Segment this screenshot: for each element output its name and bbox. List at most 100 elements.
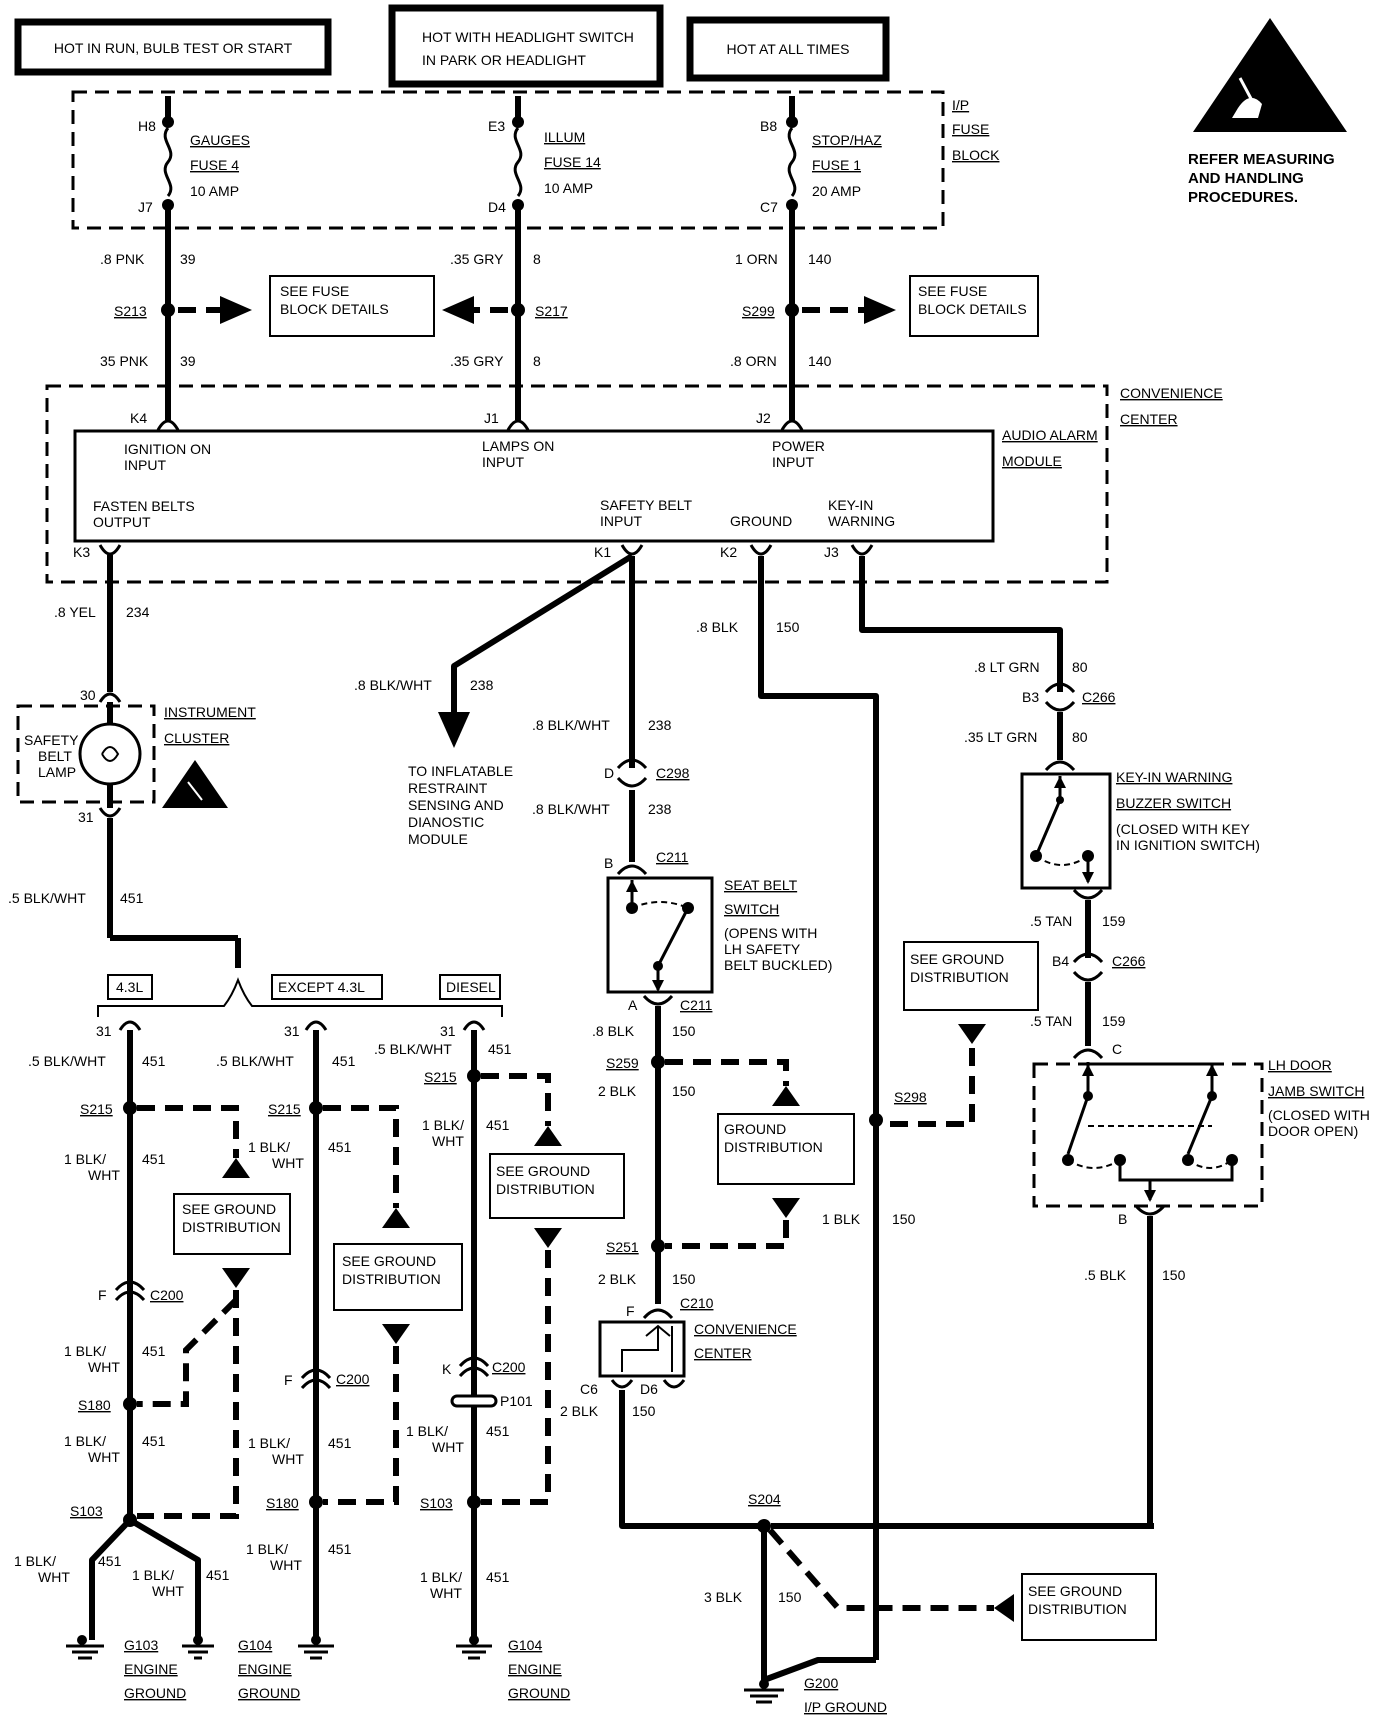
svg-text:.8 BLK: .8 BLK [592, 1023, 635, 1039]
svg-text:451: 451 [486, 1117, 510, 1133]
lh-door-jamb-switch: LH DOOR JAMB SWITCH (CLOSED WITH DOOR OP… [1032, 1057, 1370, 1227]
svg-text:DOOR OPEN): DOOR OPEN) [1268, 1123, 1358, 1139]
svg-text:HOT WITH HEADLIGHT SWITCH: HOT WITH HEADLIGHT SWITCH [422, 29, 634, 45]
svg-text:B: B [1118, 1211, 1127, 1227]
cluster-esd-icon [162, 760, 228, 808]
svg-text:.8 ORN: .8 ORN [730, 353, 777, 369]
svg-text:.35 GRY: .35 GRY [450, 251, 504, 267]
svg-text:HOT AT ALL TIMES: HOT AT ALL TIMES [727, 41, 850, 57]
svg-text:CENTER: CENTER [694, 1345, 752, 1361]
svg-text:C211: C211 [680, 997, 713, 1013]
svg-text:SAFETY BELT: SAFETY BELT [600, 497, 693, 513]
svg-text:31: 31 [284, 1023, 300, 1039]
svg-text:AUDIO ALARM: AUDIO ALARM [1002, 427, 1098, 443]
svg-text:1 BLK/: 1 BLK/ [132, 1567, 174, 1583]
svg-text:B4: B4 [1052, 953, 1069, 969]
ip-fuse-block: I/P FUSE BLOCK [71, 90, 1000, 230]
svg-text:8: 8 [533, 251, 541, 267]
svg-text:150: 150 [778, 1589, 802, 1605]
svg-text:SEE GROUND: SEE GROUND [182, 1201, 276, 1217]
svg-text:DISTRIBUTION: DISTRIBUTION [342, 1271, 441, 1287]
svg-text:WHT: WHT [270, 1557, 302, 1573]
svg-text:1 BLK/: 1 BLK/ [248, 1139, 290, 1155]
svg-text:80: 80 [1072, 729, 1088, 745]
svg-text:BELT BUCKLED): BELT BUCKLED) [724, 957, 832, 973]
fuse-stop-haz: B8 C7 STOP/HAZ FUSE 1 20 AMP [760, 96, 882, 215]
svg-text:D: D [604, 765, 614, 781]
svg-text:150: 150 [892, 1211, 916, 1227]
esd-caution-icon [1193, 18, 1347, 132]
svg-text:B8: B8 [760, 118, 777, 134]
svg-text:C210: C210 [680, 1295, 714, 1311]
header-park: HOT WITH HEADLIGHT SWITCH IN PARK OR HEA… [388, 4, 664, 88]
svg-text:451: 451 [142, 1433, 166, 1449]
caution-note: REFER MEASURING AND HANDLING PROCEDURES. [1188, 151, 1335, 206]
svg-text:1 BLK/: 1 BLK/ [64, 1151, 106, 1167]
svg-text:159: 159 [1102, 913, 1126, 929]
svg-text:.35 LT GRN: .35 LT GRN [964, 729, 1037, 745]
svg-text:140: 140 [808, 251, 832, 267]
svg-text:S213: S213 [114, 303, 147, 319]
svg-text:1 BLK/: 1 BLK/ [64, 1343, 106, 1359]
svg-text:2 BLK: 2 BLK [560, 1403, 599, 1419]
svg-text:150: 150 [672, 1271, 696, 1287]
svg-text:451: 451 [206, 1567, 230, 1583]
svg-text:FUSE 14: FUSE 14 [544, 154, 601, 170]
svg-text:10 AMP: 10 AMP [544, 180, 593, 196]
svg-text:LH SAFETY: LH SAFETY [724, 941, 801, 957]
svg-text:2 BLK: 2 BLK [598, 1271, 637, 1287]
svg-text:SWITCH: SWITCH [724, 901, 779, 917]
svg-text:BUZZER SWITCH: BUZZER SWITCH [1116, 795, 1231, 811]
svg-text:STOP/HAZ: STOP/HAZ [812, 132, 882, 148]
audio-alarm-module: AUDIO ALARM MODULE K4 J1 J2 IGNITION ON … [73, 410, 1098, 560]
svg-text:INPUT: INPUT [772, 454, 814, 470]
svg-text:FUSE 1: FUSE 1 [812, 157, 861, 173]
svg-text:(CLOSED WITH KEY: (CLOSED WITH KEY [1116, 821, 1250, 837]
svg-text:F: F [284, 1372, 293, 1388]
svg-text:451: 451 [488, 1041, 512, 1057]
svg-text:451: 451 [332, 1053, 356, 1069]
svg-text:J7: J7 [138, 199, 153, 215]
svg-text:DISTRIBUTION: DISTRIBUTION [724, 1139, 823, 1155]
svg-text:DISTRIBUTION: DISTRIBUTION [1028, 1601, 1127, 1617]
svg-text:S217: S217 [535, 303, 568, 319]
svg-text:F: F [626, 1303, 635, 1319]
svg-text:POWER: POWER [772, 438, 825, 454]
svg-text:GROUND: GROUND [238, 1685, 300, 1701]
svg-text:4.3L: 4.3L [116, 979, 143, 995]
svg-text:K1: K1 [594, 544, 611, 560]
svg-text:150: 150 [776, 619, 800, 635]
svg-text:PROCEDURES.: PROCEDURES. [1188, 189, 1298, 206]
svg-text:SAFETY: SAFETY [24, 732, 79, 748]
svg-text:1 ORN: 1 ORN [735, 251, 778, 267]
svg-text:I/P GROUND: I/P GROUND [804, 1699, 887, 1715]
svg-text:KEY-IN: KEY-IN [828, 497, 873, 513]
svg-text:LH DOOR: LH DOOR [1268, 1057, 1332, 1073]
svg-text:.5 BLK/WHT: .5 BLK/WHT [28, 1053, 106, 1069]
svg-text:140: 140 [808, 353, 832, 369]
seat-belt-ground-dist: GROUND DISTRIBUTION [665, 1059, 855, 1249]
svg-text:C7: C7 [760, 199, 778, 215]
svg-text:K4: K4 [130, 410, 147, 426]
svg-text:1 BLK/: 1 BLK/ [420, 1569, 462, 1585]
svg-text:LAMP: LAMP [38, 764, 76, 780]
svg-text:D4: D4 [488, 199, 506, 215]
svg-text:GROUND: GROUND [124, 1685, 186, 1701]
svg-text:WHT: WHT [430, 1585, 462, 1601]
svg-text:451: 451 [486, 1423, 510, 1439]
svg-text:REFER MEASURING: REFER MEASURING [1188, 151, 1335, 168]
svg-text:AND HANDLING: AND HANDLING [1188, 170, 1304, 187]
engine-option-bracket: 4.3L EXCEPT 4.3L DIESEL [97, 974, 503, 1017]
svg-text:P101: P101 [500, 1393, 533, 1409]
svg-text:150: 150 [1162, 1267, 1186, 1283]
svg-text:D6: D6 [640, 1381, 658, 1397]
svg-text:1 BLK/: 1 BLK/ [422, 1117, 464, 1133]
svg-text:A: A [628, 997, 638, 1013]
